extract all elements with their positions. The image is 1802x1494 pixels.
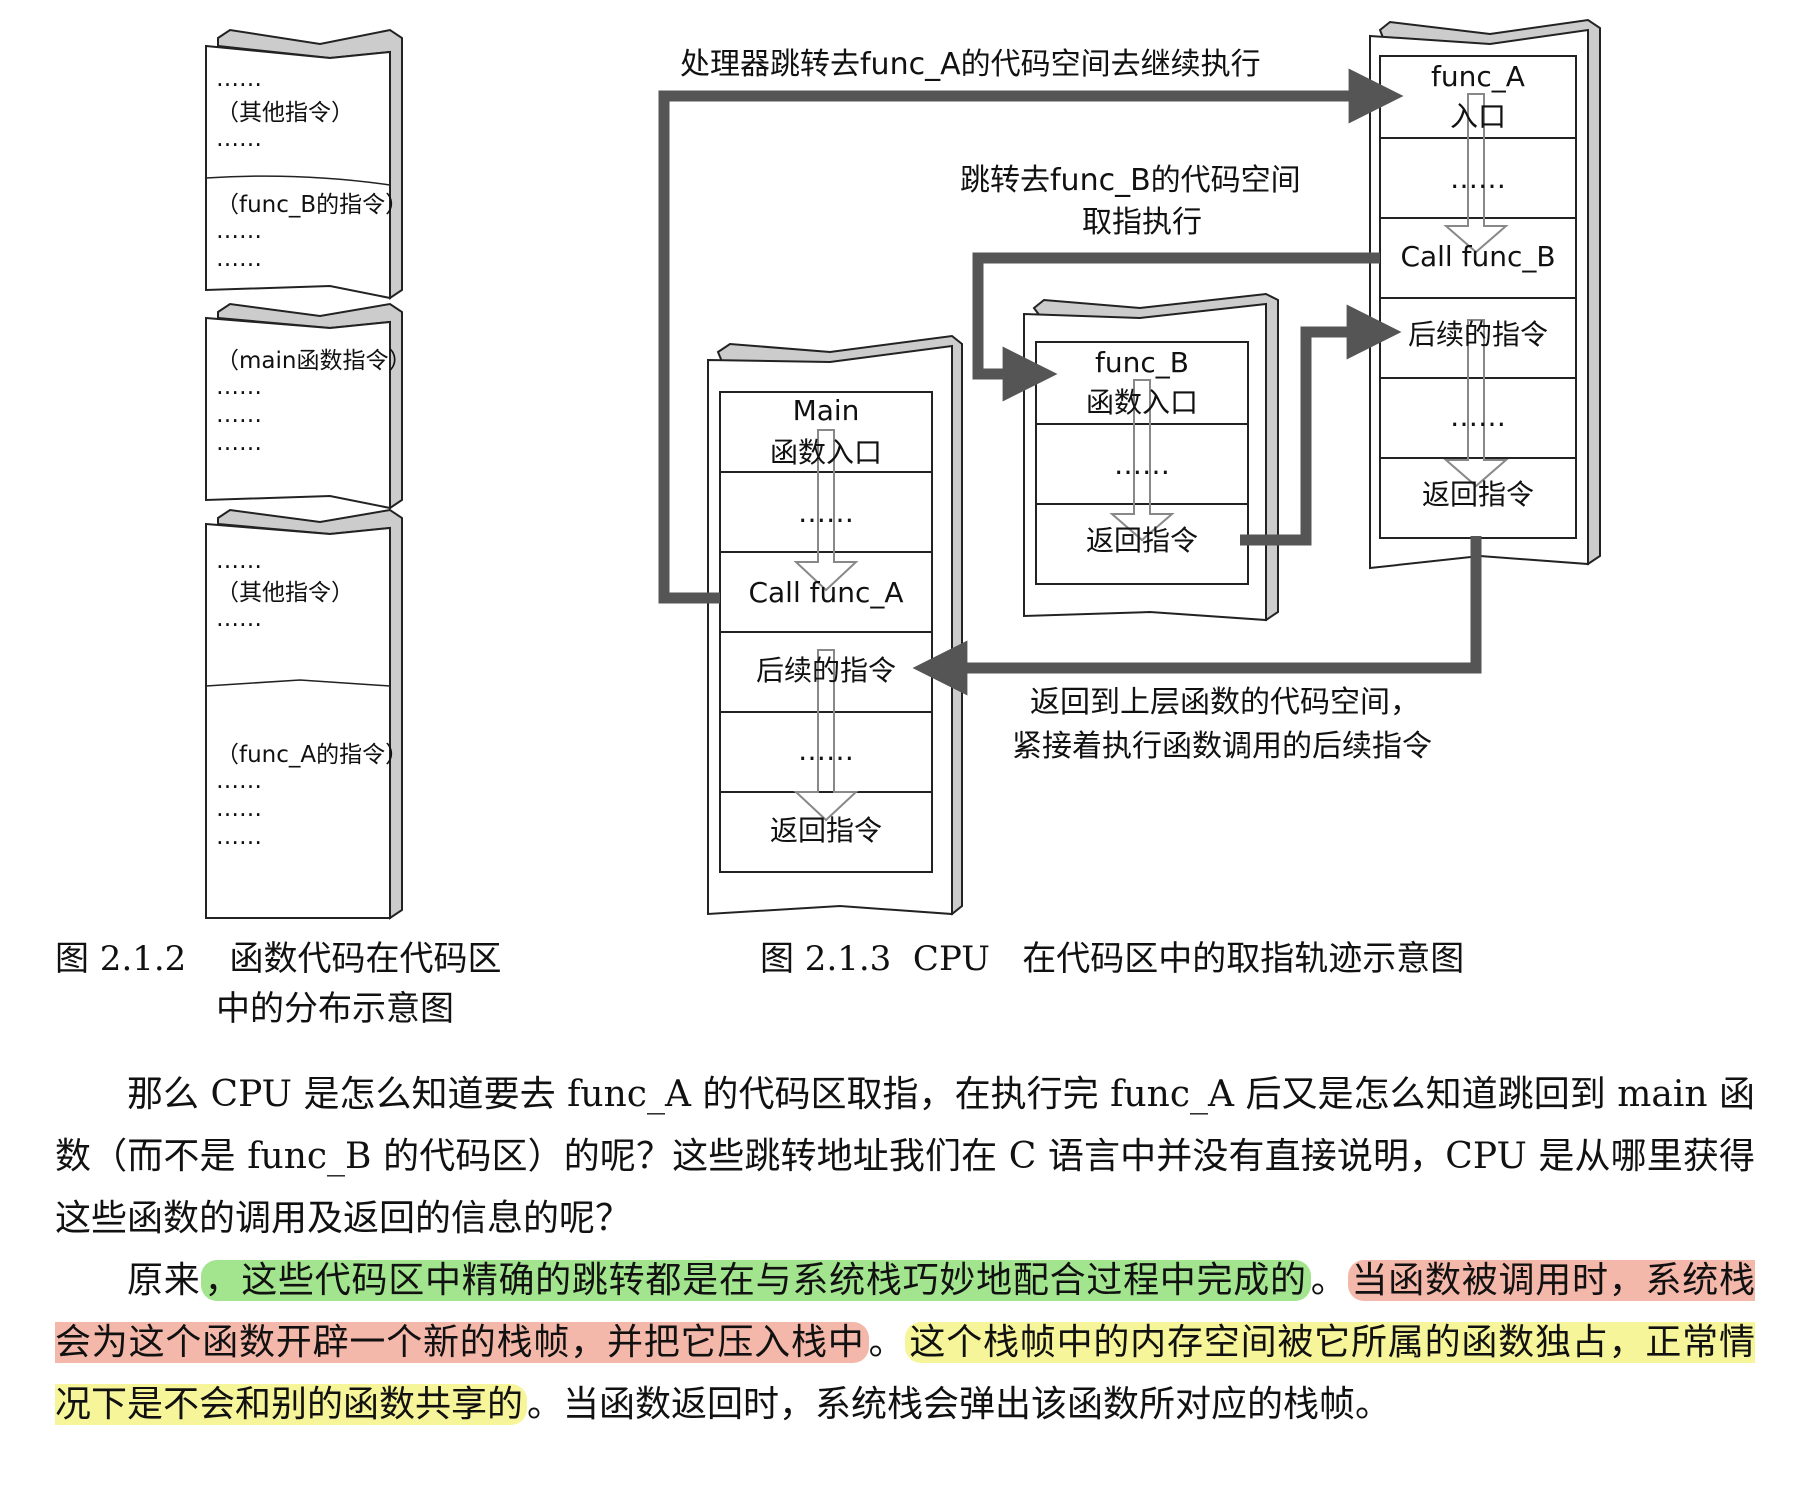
caption-left-line1: 图 2.1.2 函数代码在代码区 — [55, 939, 502, 979]
block1-line2: （其他指令） — [216, 100, 354, 126]
arrow-funca-return — [912, 536, 1482, 696]
control-flow-arrows — [658, 68, 1482, 696]
funcb-flow-arrow — [1109, 379, 1175, 542]
block4-line1: …… — [216, 548, 262, 574]
arrow-labels: 处理器跳转去func_A的代码空间去继续执行 跳转去func_B的代码空间 取指… — [680, 47, 1432, 764]
label-jump-to-funca: 处理器跳转去func_A的代码空间去继续执行 — [680, 47, 1261, 82]
funca-entry: 入口 — [1450, 100, 1506, 133]
block3-line1: （main函数指令） — [216, 348, 411, 374]
block2-line3: …… — [216, 246, 262, 272]
block5-line3: …… — [216, 796, 262, 822]
funcb-title: func_B — [1095, 346, 1189, 379]
caption-left-line2: 中的分布示意图 — [216, 989, 454, 1029]
arrow-funca-to-funcb — [972, 252, 1380, 402]
left-strip-text: …… （其他指令） …… （func_B的指令） …… …… （main函数指令… — [216, 66, 411, 850]
block1-line3: …… — [216, 126, 262, 152]
arrow-funcb-return — [1240, 304, 1402, 546]
funcb-cells — [1035, 341, 1249, 585]
funcb-entry: 函数入口 — [1086, 386, 1198, 419]
funca-labels: func_A 入口 …… Call func_B 后续的指令 …… 返回指令 — [1400, 60, 1555, 511]
funcb-dots: …… — [1114, 448, 1170, 481]
funcb-return: 返回指令 — [1086, 524, 1198, 557]
block5-line4: …… — [216, 824, 262, 850]
paragraph-1: 那么 CPU 是怎么知道要去 func_A 的代码区取指，在执行完 func_A… — [55, 1074, 1755, 1239]
p2-text-e: 。 — [868, 1322, 906, 1363]
funca-dots-1: …… — [1450, 162, 1506, 195]
arrow-main-to-funca — [658, 68, 1404, 604]
funca-title: func_A — [1431, 60, 1525, 93]
main-return: 返回指令 — [770, 814, 882, 847]
p2-highlight-green: ，这些代码区中精确的跳转都是在与系统栈巧妙地配合过程中完成的 — [200, 1260, 1311, 1301]
p2-text-g: 。当函数返回时，系统栈会弹出该函数所对应的栈帧。 — [527, 1384, 1392, 1425]
block3-line3: …… — [216, 402, 262, 428]
left-strip-top — [205, 28, 403, 300]
block1-line1: …… — [216, 66, 262, 92]
funca-return: 返回指令 — [1422, 478, 1534, 511]
main-call-func-a: Call func_A — [748, 576, 903, 609]
p2-text-a: 原来 — [127, 1260, 201, 1301]
paragraph-2: 原来，这些代码区中精确的跳转都是在与系统栈巧妙地配合过程中完成的。当函数被调用时… — [55, 1250, 1755, 1436]
block2-line1: （func_B的指令） — [216, 192, 408, 218]
funca-dots-2: …… — [1450, 400, 1506, 433]
funca-call-func-b: Call func_B — [1400, 240, 1555, 273]
main-title: Main — [793, 394, 860, 427]
funca-cells — [1379, 55, 1577, 539]
block5-line1: （func_A的指令） — [216, 742, 408, 768]
p2-text-c: 。 — [1310, 1260, 1348, 1301]
block4-line2: （其他指令） — [216, 580, 354, 606]
funca-flow-arrows — [1443, 93, 1509, 488]
block5-line2: …… — [216, 768, 262, 794]
main-flow-arrows — [793, 429, 859, 822]
label-jump-to-funcb-2: 取指执行 — [1082, 205, 1202, 240]
label-return-2: 紧接着执行函数调用的后续指令 — [1012, 729, 1432, 764]
main-next-instructions: 后续的指令 — [756, 654, 896, 687]
left-strip-bottom — [205, 508, 403, 920]
main-labels: Main 函数入口 …… Call func_A 后续的指令 …… 返回指令 — [748, 394, 903, 847]
main-dots-1: …… — [798, 496, 854, 529]
label-return-1: 返回到上层函数的代码空间， — [1030, 685, 1420, 720]
funca-next-instructions: 后续的指令 — [1408, 318, 1548, 351]
label-jump-to-funcb-1: 跳转去func_B的代码空间 — [960, 163, 1301, 198]
main-cells — [719, 391, 933, 873]
figure-area: …… （其他指令） …… （func_B的指令） …… …… （main函数指令… — [205, 18, 1601, 920]
block4-line3: …… — [216, 606, 262, 632]
block2-line2: …… — [216, 218, 262, 244]
block3-line2: …… — [216, 374, 262, 400]
main-dots-2: …… — [798, 734, 854, 767]
block3-line4: …… — [216, 430, 262, 456]
left-strip-middle — [205, 302, 403, 510]
caption-right: 图 2.1.3 CPU 在代码区中的取指轨迹示意图 — [760, 939, 1465, 979]
main-entry: 函数入口 — [770, 436, 882, 469]
funcb-labels: func_B 函数入口 …… 返回指令 — [1086, 346, 1198, 557]
